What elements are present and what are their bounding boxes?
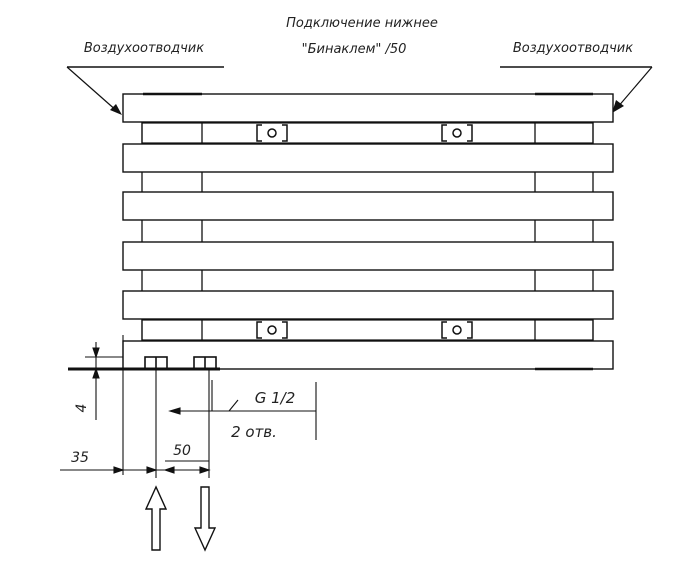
extension-lines <box>122 335 317 478</box>
tube <box>122 241 614 271</box>
bracket <box>256 124 288 142</box>
air-vent-right-label: Воздухоотводчик <box>513 41 633 56</box>
flow-arrow-out <box>193 486 217 552</box>
mounting-brackets <box>256 124 473 339</box>
tube-top <box>122 93 614 123</box>
radiator-tubes <box>122 93 614 370</box>
bracket <box>256 321 288 339</box>
air-vent-right-callout: Воздухоотводчик <box>500 41 653 113</box>
title-line-2: "Бинаклем" /50 <box>302 42 407 57</box>
air-vent-left-label: Воздухоотводчик <box>84 41 204 56</box>
tube <box>122 191 614 221</box>
arrow-head-left <box>110 104 122 115</box>
tube <box>122 143 614 173</box>
dimension-spacing <box>156 460 211 474</box>
dimension-offset <box>60 466 158 474</box>
tube <box>122 290 614 320</box>
air-vent-caps <box>143 92 593 371</box>
bracket <box>441 321 473 339</box>
bottom-fittings <box>144 356 217 370</box>
title-line-1: Подключение нижнее <box>286 16 438 31</box>
dim-height-label: 4 <box>74 404 90 413</box>
arrow-head-right <box>612 100 624 113</box>
bracket <box>441 124 473 142</box>
flow-arrow-in <box>144 485 168 551</box>
inner-bars <box>141 122 594 341</box>
thread-label: G 1/2 <box>255 389 296 407</box>
dim-offset-label: 35 <box>71 450 89 466</box>
thread-callout <box>168 380 316 415</box>
holes-label: 2 отв. <box>231 423 277 441</box>
dimension-height <box>85 342 123 420</box>
dim-spacing-label: 50 <box>173 443 191 459</box>
air-vent-left-callout: Воздухоотводчик <box>66 41 224 115</box>
